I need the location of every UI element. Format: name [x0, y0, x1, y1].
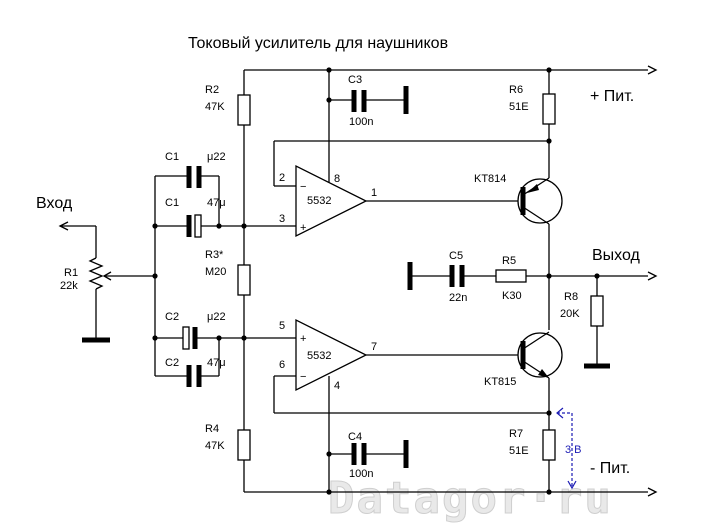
capacitor-c2-film [155, 338, 220, 387]
r7-ref: R7 [509, 428, 523, 440]
c1b-value: 47μ [207, 197, 226, 209]
resistor-r5 [495, 269, 527, 283]
opamp-lower-pin-inv: 6 [279, 359, 285, 371]
positive-supply-label: + Пит. [590, 88, 634, 105]
svg-text:−: − [300, 371, 306, 383]
input-label: Вход [36, 195, 73, 212]
opamp-upper-pin-noninv: 3 [279, 213, 285, 225]
resistor-r2 [237, 70, 251, 226]
c4-ref: C4 [348, 431, 362, 443]
input-node-bus [152, 176, 158, 376]
positive-supply-rail [244, 65, 658, 75]
r1-ref: R1 [64, 267, 78, 279]
r7-value: 51E [509, 445, 529, 457]
c2b-value: 47μ [207, 357, 226, 369]
opamp-lower-name: 5532 [307, 350, 331, 362]
q1-label: KT814 [474, 173, 506, 185]
r8-ref: R8 [564, 291, 578, 303]
svg-text:−: − [300, 181, 306, 193]
resistor-r7 [542, 410, 556, 492]
voltage-measurement-marker [556, 407, 577, 490]
output-node [526, 271, 658, 281]
r4-value: 47K [205, 440, 225, 452]
opamp-upper-name: 5532 [307, 195, 331, 207]
c2b-ref: C2 [165, 357, 179, 369]
opamp-lower-pin-supply: 4 [334, 380, 340, 392]
c5-value: 22n [449, 292, 467, 304]
opamp-upper-pin-inv: 2 [279, 172, 285, 184]
opamp-upper: − + [273, 140, 549, 238]
c1a-ref: C1 [165, 151, 179, 163]
c2a-value: μ22 [207, 311, 226, 323]
r2-value: 47K [205, 101, 225, 113]
resistor-r8 [584, 276, 610, 369]
svg-text:+: + [300, 333, 306, 345]
capacitor-c3 [326, 70, 409, 186]
resistor-r4 [237, 338, 251, 492]
opamp-upper-pin-out: 1 [371, 187, 377, 199]
c1a-value: μ22 [207, 151, 226, 163]
r8-value: 20K [560, 308, 580, 320]
r5-ref: R5 [502, 255, 516, 267]
r6-ref: R6 [509, 84, 523, 96]
opamp-lower: + − [273, 318, 549, 414]
capacitor-c1-electrolytic [155, 214, 290, 238]
c4-value: 100n [349, 468, 373, 480]
resistor-r6 [542, 70, 556, 175]
c1b-ref: C1 [165, 197, 179, 209]
negative-supply-label: - Пит. [590, 460, 630, 477]
voltage-note: 3 В [565, 444, 582, 456]
resistor-r3 [237, 226, 251, 338]
watermark: Datagor·ru [328, 473, 613, 524]
q2-label: KT815 [484, 376, 516, 388]
r3-value: M20 [205, 266, 226, 278]
svg-text:+: + [300, 222, 306, 234]
input-terminal [58, 221, 97, 258]
c5-ref: C5 [449, 250, 463, 262]
diagram-title: Токовый усилитель для наушников [188, 35, 448, 52]
r4-ref: R4 [205, 423, 219, 435]
capacitor-c5 [407, 262, 496, 290]
transistor-kt814 [517, 175, 563, 330]
c3-value: 100n [349, 116, 373, 128]
c2a-ref: C2 [165, 311, 179, 323]
transistor-kt815 [517, 331, 563, 430]
capacitor-c2-electrolytic [155, 326, 290, 350]
output-label: Выход [592, 247, 641, 264]
c3-ref: C3 [348, 74, 362, 86]
opamp-upper-pin-supply: 8 [334, 173, 340, 185]
r3-ref: R3* [205, 249, 224, 261]
opamp-lower-pin-noninv: 5 [279, 320, 285, 332]
r5-value: K30 [502, 290, 522, 302]
capacitor-c1-film [155, 166, 220, 226]
opamp-lower-pin-out: 7 [371, 341, 377, 353]
r2-ref: R2 [205, 84, 219, 96]
r6-value: 51E [509, 101, 529, 113]
capacitor-c4 [326, 376, 409, 492]
r1-value: 22k [60, 280, 78, 292]
potentiometer-r1 [82, 257, 155, 343]
